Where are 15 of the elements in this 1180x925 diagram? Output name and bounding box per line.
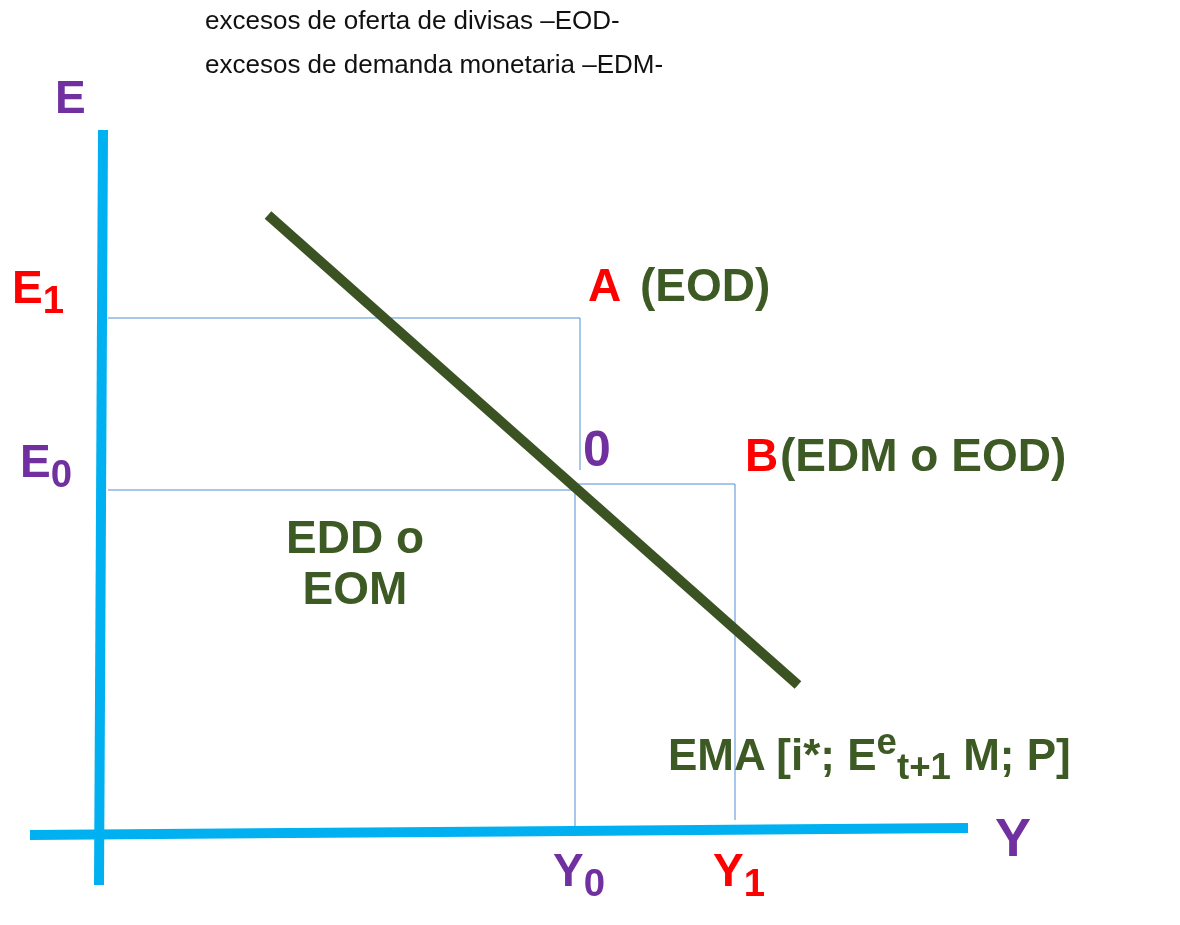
region-label: (EDM o EOD): [780, 430, 1067, 481]
point-label: A: [588, 260, 622, 311]
axis-tick-label: E$_{0}$: [20, 436, 72, 496]
axis-label: Y: [995, 808, 1032, 868]
axis-tick-label: Y$_{0}$: [553, 845, 605, 905]
axis-tick-label: Y$_{1}$: [713, 845, 765, 905]
point-label: 0: [583, 422, 611, 477]
region-label: (EOD): [640, 260, 771, 311]
curve-label: EMA [i*; E$^{e}$$_{t+1}$ M; P]: [668, 722, 1071, 788]
axis-label: E: [55, 72, 86, 123]
header-note: excesos de demanda monetaria –EDM-: [205, 50, 664, 79]
axis-tick-label: E$_{1}$: [12, 262, 64, 322]
header-note: excesos de oferta de divisas –EOD-: [205, 6, 620, 35]
region-label: EDD o EOM: [285, 512, 425, 614]
point-label: B: [745, 430, 779, 481]
